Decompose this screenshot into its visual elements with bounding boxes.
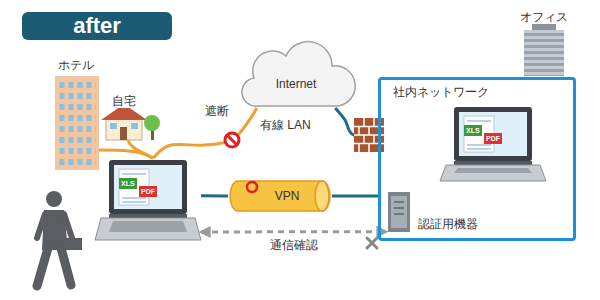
- tube-body: [230, 181, 330, 211]
- laptop-keyboard: [454, 168, 532, 173]
- failure-cross: [367, 238, 377, 248]
- building-label: ホテル: [56, 58, 96, 72]
- laptop-screen: [114, 165, 182, 209]
- edge-label-holder: 通信確認: [268, 238, 320, 252]
- firewall-icon-part-part: [368, 144, 370, 153]
- wired-lan-wire: [99, 140, 153, 158]
- file-badge: PDF: [139, 186, 157, 197]
- house-icon-part: [144, 115, 160, 131]
- label-holder: ホテル: [56, 58, 96, 72]
- office-tower: [524, 24, 564, 76]
- laptop-keyboard: [109, 221, 187, 232]
- person-silhouette-part: [37, 214, 45, 238]
- cloud-shape: [240, 42, 352, 108]
- house-icon-part: [110, 123, 117, 129]
- document-line: [467, 148, 491, 150]
- label-holder: 自宅: [110, 94, 138, 108]
- vpn-tunnel: VPN: [228, 180, 332, 212]
- building-label: オフィス: [518, 10, 570, 24]
- node-text: 認証用機器: [418, 217, 478, 231]
- laptop-base: [95, 218, 201, 240]
- internet-cloud: Internet: [240, 42, 352, 108]
- laptop-icon: XLSPDF: [440, 105, 546, 185]
- hotel-building: [55, 76, 99, 170]
- document-line: [122, 197, 146, 199]
- person-silhouette-part: [61, 248, 71, 285]
- laptop-shape: [440, 105, 546, 185]
- node-text: Internet: [276, 77, 317, 91]
- laptop-screen: [459, 112, 527, 156]
- document-line: [122, 173, 146, 175]
- status-label: 遮断: [203, 104, 231, 118]
- file-badge: XLS: [119, 178, 137, 189]
- title-badge: after: [22, 12, 172, 40]
- network-region: 社内ネットワーク XLSPDF 認証用機器: [378, 77, 576, 241]
- failure-cross-part: [367, 238, 377, 248]
- firewall-icon-part-part: [358, 144, 360, 153]
- person-silhouette-part: [46, 191, 62, 207]
- laptop-icon: XLSPDF: [95, 158, 201, 244]
- auth-device: 認証用機器: [386, 188, 496, 234]
- firewall-icon-part-part: [363, 118, 365, 127]
- file-badge: XLS: [464, 125, 482, 136]
- office-tower-part: [524, 30, 564, 76]
- hotel-building-part: [58, 80, 96, 166]
- label-holder: 有線 LAN: [258, 118, 313, 132]
- laptop-lid: [454, 107, 532, 161]
- person-silhouette: [37, 191, 82, 286]
- server-slot: [394, 201, 404, 203]
- building-label: 自宅: [110, 94, 138, 108]
- cloud-outline: [242, 42, 355, 107]
- document-line: [122, 201, 146, 203]
- laptop-lid: [109, 160, 187, 214]
- server-body: [388, 192, 410, 232]
- edge-label: 通信確認: [268, 238, 320, 252]
- firewall-icon-part-part: [368, 127, 370, 136]
- blocked-symbol: [225, 133, 239, 147]
- document-line: [467, 144, 491, 146]
- node-text: VPN: [275, 189, 300, 203]
- person-silhouette-part: [37, 248, 48, 286]
- firewall-icon-part-part: [363, 135, 365, 144]
- file-badge: PDF: [484, 133, 502, 144]
- person-silhouette-part: [64, 214, 72, 238]
- house-icon: [101, 104, 160, 140]
- status-ring: [247, 182, 257, 192]
- blocked-symbol-part: [225, 133, 239, 147]
- firewall-icon-part-part: [358, 127, 360, 136]
- failure-cross-part: [367, 238, 377, 248]
- link-label: 有線 LAN: [258, 118, 313, 132]
- server-slot: [394, 213, 404, 215]
- node-text: 社内ネットワーク: [393, 85, 489, 99]
- label-holder: オフィス: [518, 10, 570, 24]
- server-slot: [394, 207, 404, 209]
- house-icon-part: [106, 118, 142, 140]
- network-link: [201, 194, 228, 197]
- check-arrow: [201, 230, 386, 233]
- wired-lan-wire-part: [128, 140, 153, 158]
- laptop-hinge: [109, 214, 187, 218]
- office-tower-part: [532, 24, 556, 30]
- node-text: after: [73, 14, 121, 38]
- house-icon-part: [120, 127, 127, 140]
- firewall-icon-part-part: [373, 135, 375, 144]
- laptop-shape: [95, 158, 201, 244]
- blocked-symbol-part: [227, 135, 237, 145]
- firewall-icon-part-part: [373, 118, 375, 127]
- label-holder: 遮断: [203, 104, 231, 118]
- tube-end: [315, 181, 329, 211]
- laptop-hinge: [454, 161, 532, 165]
- person-silhouette-part: [66, 238, 82, 250]
- house-icon-part: [131, 123, 138, 129]
- laptop-base: [440, 165, 546, 181]
- hotel-building-part: [55, 76, 99, 170]
- office-tower-part: [524, 30, 564, 76]
- server-front: [391, 196, 407, 228]
- document-line: [467, 120, 491, 122]
- network-link: [332, 195, 378, 198]
